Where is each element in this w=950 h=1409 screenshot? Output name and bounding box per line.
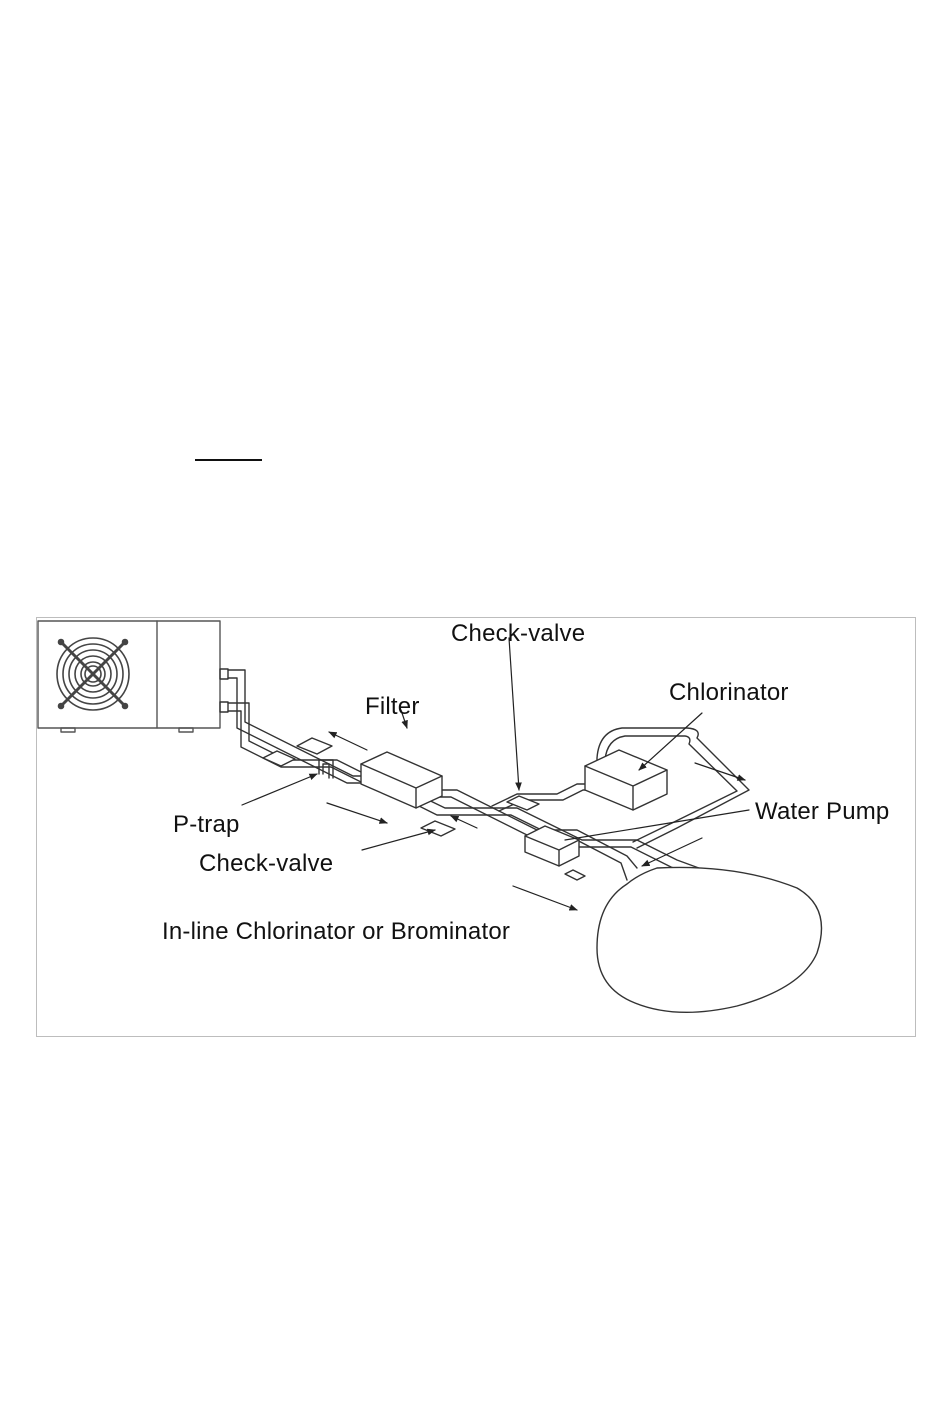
water-pump-label: Water Pump — [755, 800, 889, 824]
chlorinator-label: Chlorinator — [669, 681, 789, 705]
fan-icon — [57, 638, 129, 710]
check-valve-top-label: Check-valve — [451, 622, 585, 646]
water-pump-box — [525, 826, 579, 866]
pool-installation-diagram: Check-valve Chlorinator Filter Water Pum… — [36, 617, 916, 1037]
filter-label: Filter — [365, 695, 420, 719]
heat-pump-unit — [38, 621, 228, 732]
inline-joint — [565, 870, 585, 880]
p-trap-label: P-trap — [173, 813, 240, 837]
underline-mark — [195, 459, 262, 461]
inline-chlorinator-label: In-line Chlorinator or Brominator — [162, 920, 510, 944]
check-valve-bottom-label: Check-valve — [199, 852, 333, 876]
pool-icon — [597, 867, 822, 1012]
filter-box — [361, 752, 442, 808]
